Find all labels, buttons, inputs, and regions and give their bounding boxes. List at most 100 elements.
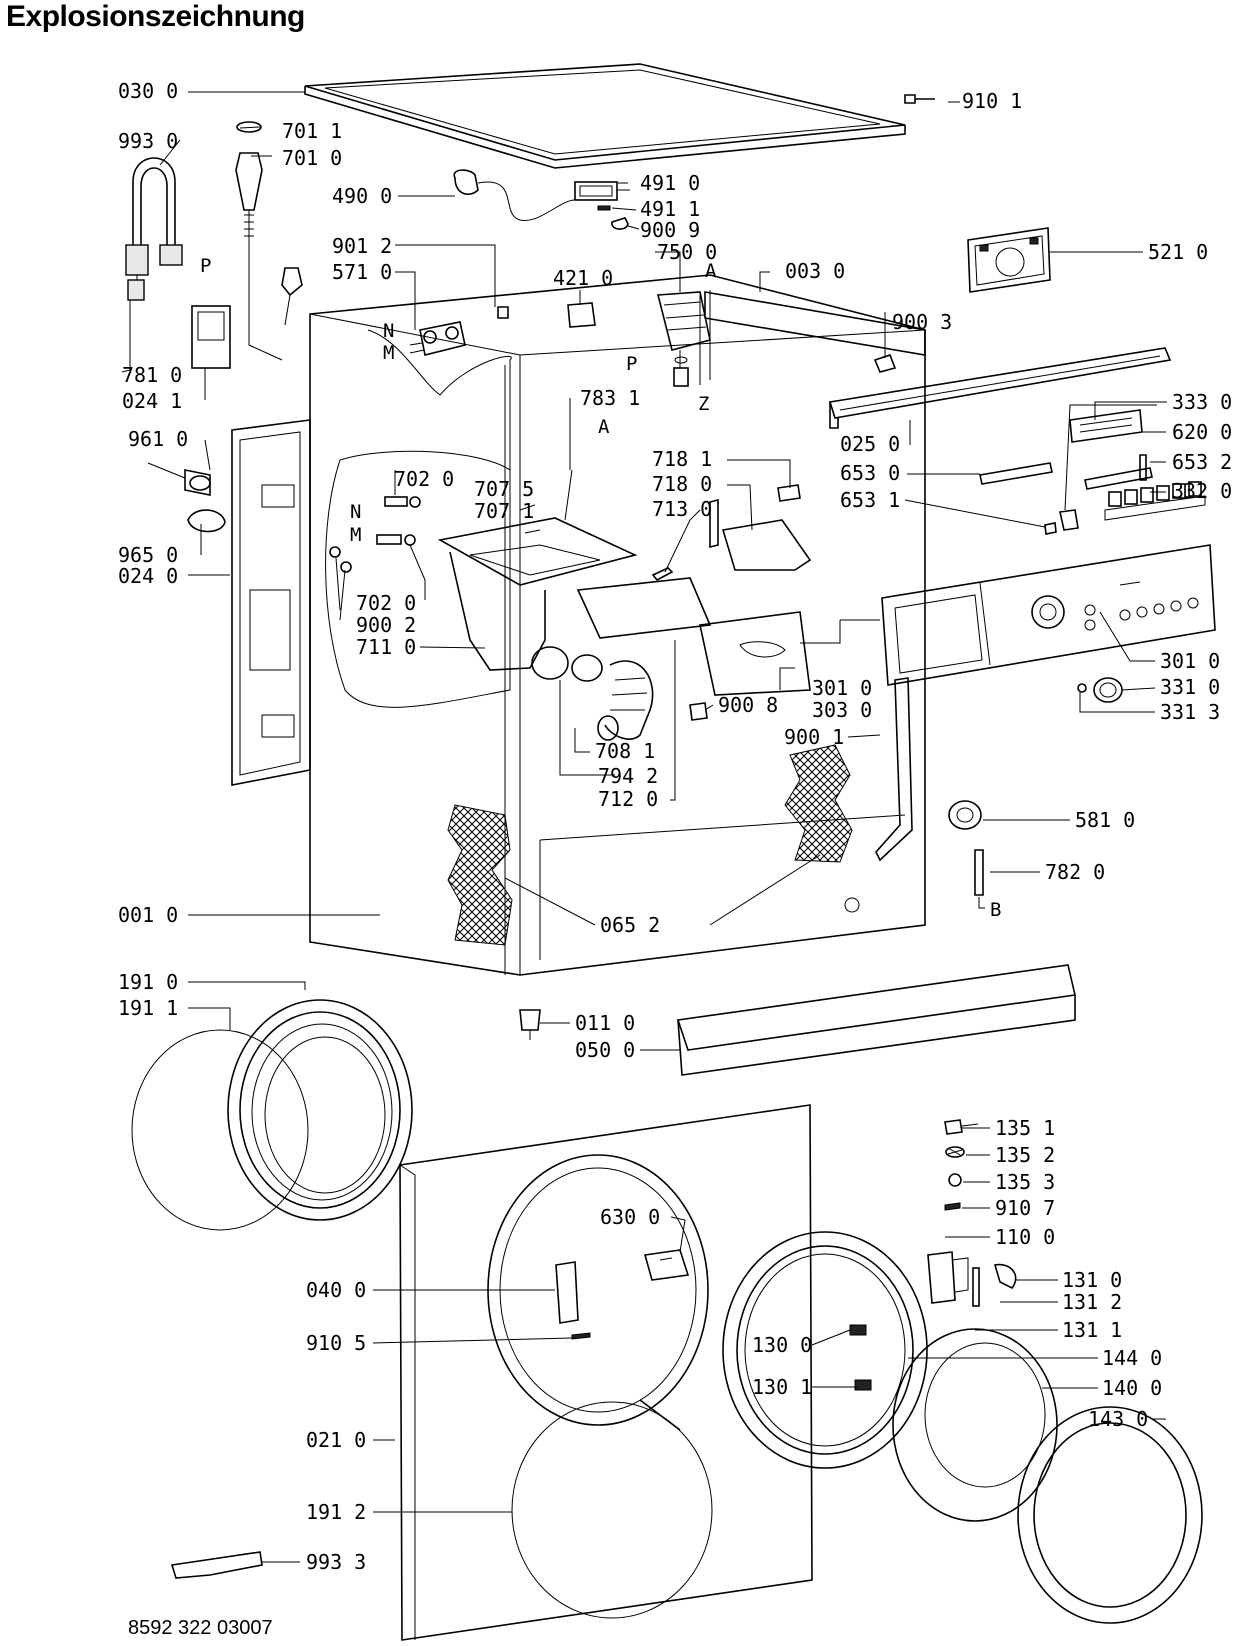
front-panel [399, 1104, 813, 1641]
pressure-hose [974, 849, 984, 896]
part-label: 701 1 [282, 119, 342, 143]
connection-letter: M [383, 342, 394, 364]
part-label: 708 1 [595, 739, 655, 763]
inlet-pipe [281, 267, 303, 326]
part-label: 191 1 [118, 996, 178, 1020]
part-label: 331 3 [1160, 700, 1220, 724]
connection-letter: M [350, 524, 361, 546]
dispenser-region-outline [325, 450, 511, 708]
part-label: 191 0 [118, 970, 178, 994]
suppressor-421 [567, 302, 596, 328]
hinge-630 [643, 1249, 690, 1281]
rail-713 [709, 498, 719, 549]
button-strip-653-2 [1084, 467, 1153, 490]
door-lock-unit [656, 291, 711, 387]
part-label: 993 3 [306, 1550, 366, 1574]
part-label: 130 0 [752, 1333, 812, 1357]
part-label: 491 1 [640, 197, 700, 221]
part-label: 131 0 [1062, 1268, 1122, 1292]
dispenser-housing [437, 517, 638, 680]
cable-rail-900-1 [875, 677, 913, 862]
connection-letter: Z [698, 393, 709, 415]
part-label: 131 1 [1062, 1318, 1122, 1342]
clip-653-1 [1044, 522, 1057, 535]
cap-718-1 [777, 484, 801, 502]
rear-panel [231, 419, 311, 786]
part-label: 143 0 [1088, 1407, 1148, 1431]
part-label: 301 0 [812, 676, 872, 700]
part-label: 571 0 [332, 260, 392, 284]
door-handle [927, 1251, 969, 1304]
mains-cable [453, 169, 576, 221]
part-label: 901 2 [332, 234, 392, 258]
part-label: 490 0 [332, 184, 392, 208]
part-label: 130 1 [752, 1375, 812, 1399]
part-label: 011 0 [575, 1011, 635, 1035]
door-inner-ring [1017, 1406, 1203, 1624]
clamp-spring [639, 1399, 681, 1431]
part-label: 421 0 [553, 266, 613, 290]
adjustable-foot [519, 1009, 541, 1040]
connection-letter: N [350, 501, 361, 523]
part-label: 718 0 [652, 472, 712, 496]
fixing-screw-701 [235, 121, 283, 361]
leader-lines [121, 91, 1167, 1563]
plinth [676, 964, 1076, 1076]
program-knob [1077, 677, 1123, 703]
part-label: 332 0 [1172, 479, 1232, 503]
part-label: 024 1 [122, 389, 182, 413]
control-board [967, 227, 1051, 293]
connection-letters: P A N M P Z A N M B [200, 255, 1001, 921]
screw-910-5 [571, 1332, 591, 1340]
inlet-hose-assembly [125, 157, 183, 301]
part-label: 712 0 [598, 787, 658, 811]
part-label: 713 0 [652, 497, 712, 521]
part-label: 653 1 [840, 488, 900, 512]
part-label: 135 2 [995, 1143, 1055, 1167]
door-latch-040 [555, 1261, 579, 1324]
part-label: 783 1 [580, 386, 640, 410]
cushion-965 [187, 509, 226, 533]
seal-wire-191-2 [511, 1401, 713, 1619]
part-label: 025 0 [840, 432, 900, 456]
part-label: 653 2 [1172, 450, 1232, 474]
lever-713 [651, 567, 674, 582]
wire-783 [564, 469, 573, 521]
control-panel [881, 544, 1216, 686]
part-label: 303 0 [812, 698, 872, 722]
page-title: Explosionszeichnung [6, 0, 305, 33]
part-label: 900 9 [640, 218, 700, 242]
insulation-pad-left [447, 804, 513, 946]
clip-333-0 [1059, 509, 1079, 531]
detergent-drawer [576, 577, 811, 696]
part-label: 702 0 [394, 467, 454, 491]
small-hoses-702-707 [329, 496, 421, 573]
part-label: 750 0 [657, 240, 717, 264]
part-label: 900 2 [356, 613, 416, 637]
part-label: 144 0 [1102, 1346, 1162, 1370]
part-label: 135 1 [995, 1116, 1055, 1140]
door-ring [722, 1231, 928, 1469]
part-label: 630 0 [600, 1205, 660, 1229]
document-number: 8592 322 03007 [128, 1617, 273, 1639]
part-label: 331 0 [1160, 675, 1220, 699]
part-label: 782 0 [1045, 860, 1105, 884]
door-seal [227, 999, 413, 1221]
part-label: 024 0 [118, 564, 178, 588]
connection-letter: N [383, 320, 394, 342]
spring-131-1 [972, 1267, 980, 1307]
part-label: 491 0 [640, 171, 700, 195]
part-label: 910 1 [962, 89, 1022, 113]
connection-letter: P [626, 353, 637, 375]
hook-131-0 [993, 1263, 1017, 1290]
seal-wire-191-1 [131, 1029, 309, 1231]
part-label: 900 3 [892, 310, 952, 334]
part-label: 620 0 [1172, 420, 1232, 444]
part-label: 965 0 [118, 543, 178, 567]
part-label: 900 1 [784, 725, 844, 749]
front-crossbar [828, 347, 1172, 429]
display-board [1069, 409, 1143, 443]
counterweight-bolt [147, 462, 211, 496]
part-label: 910 5 [306, 1331, 366, 1355]
